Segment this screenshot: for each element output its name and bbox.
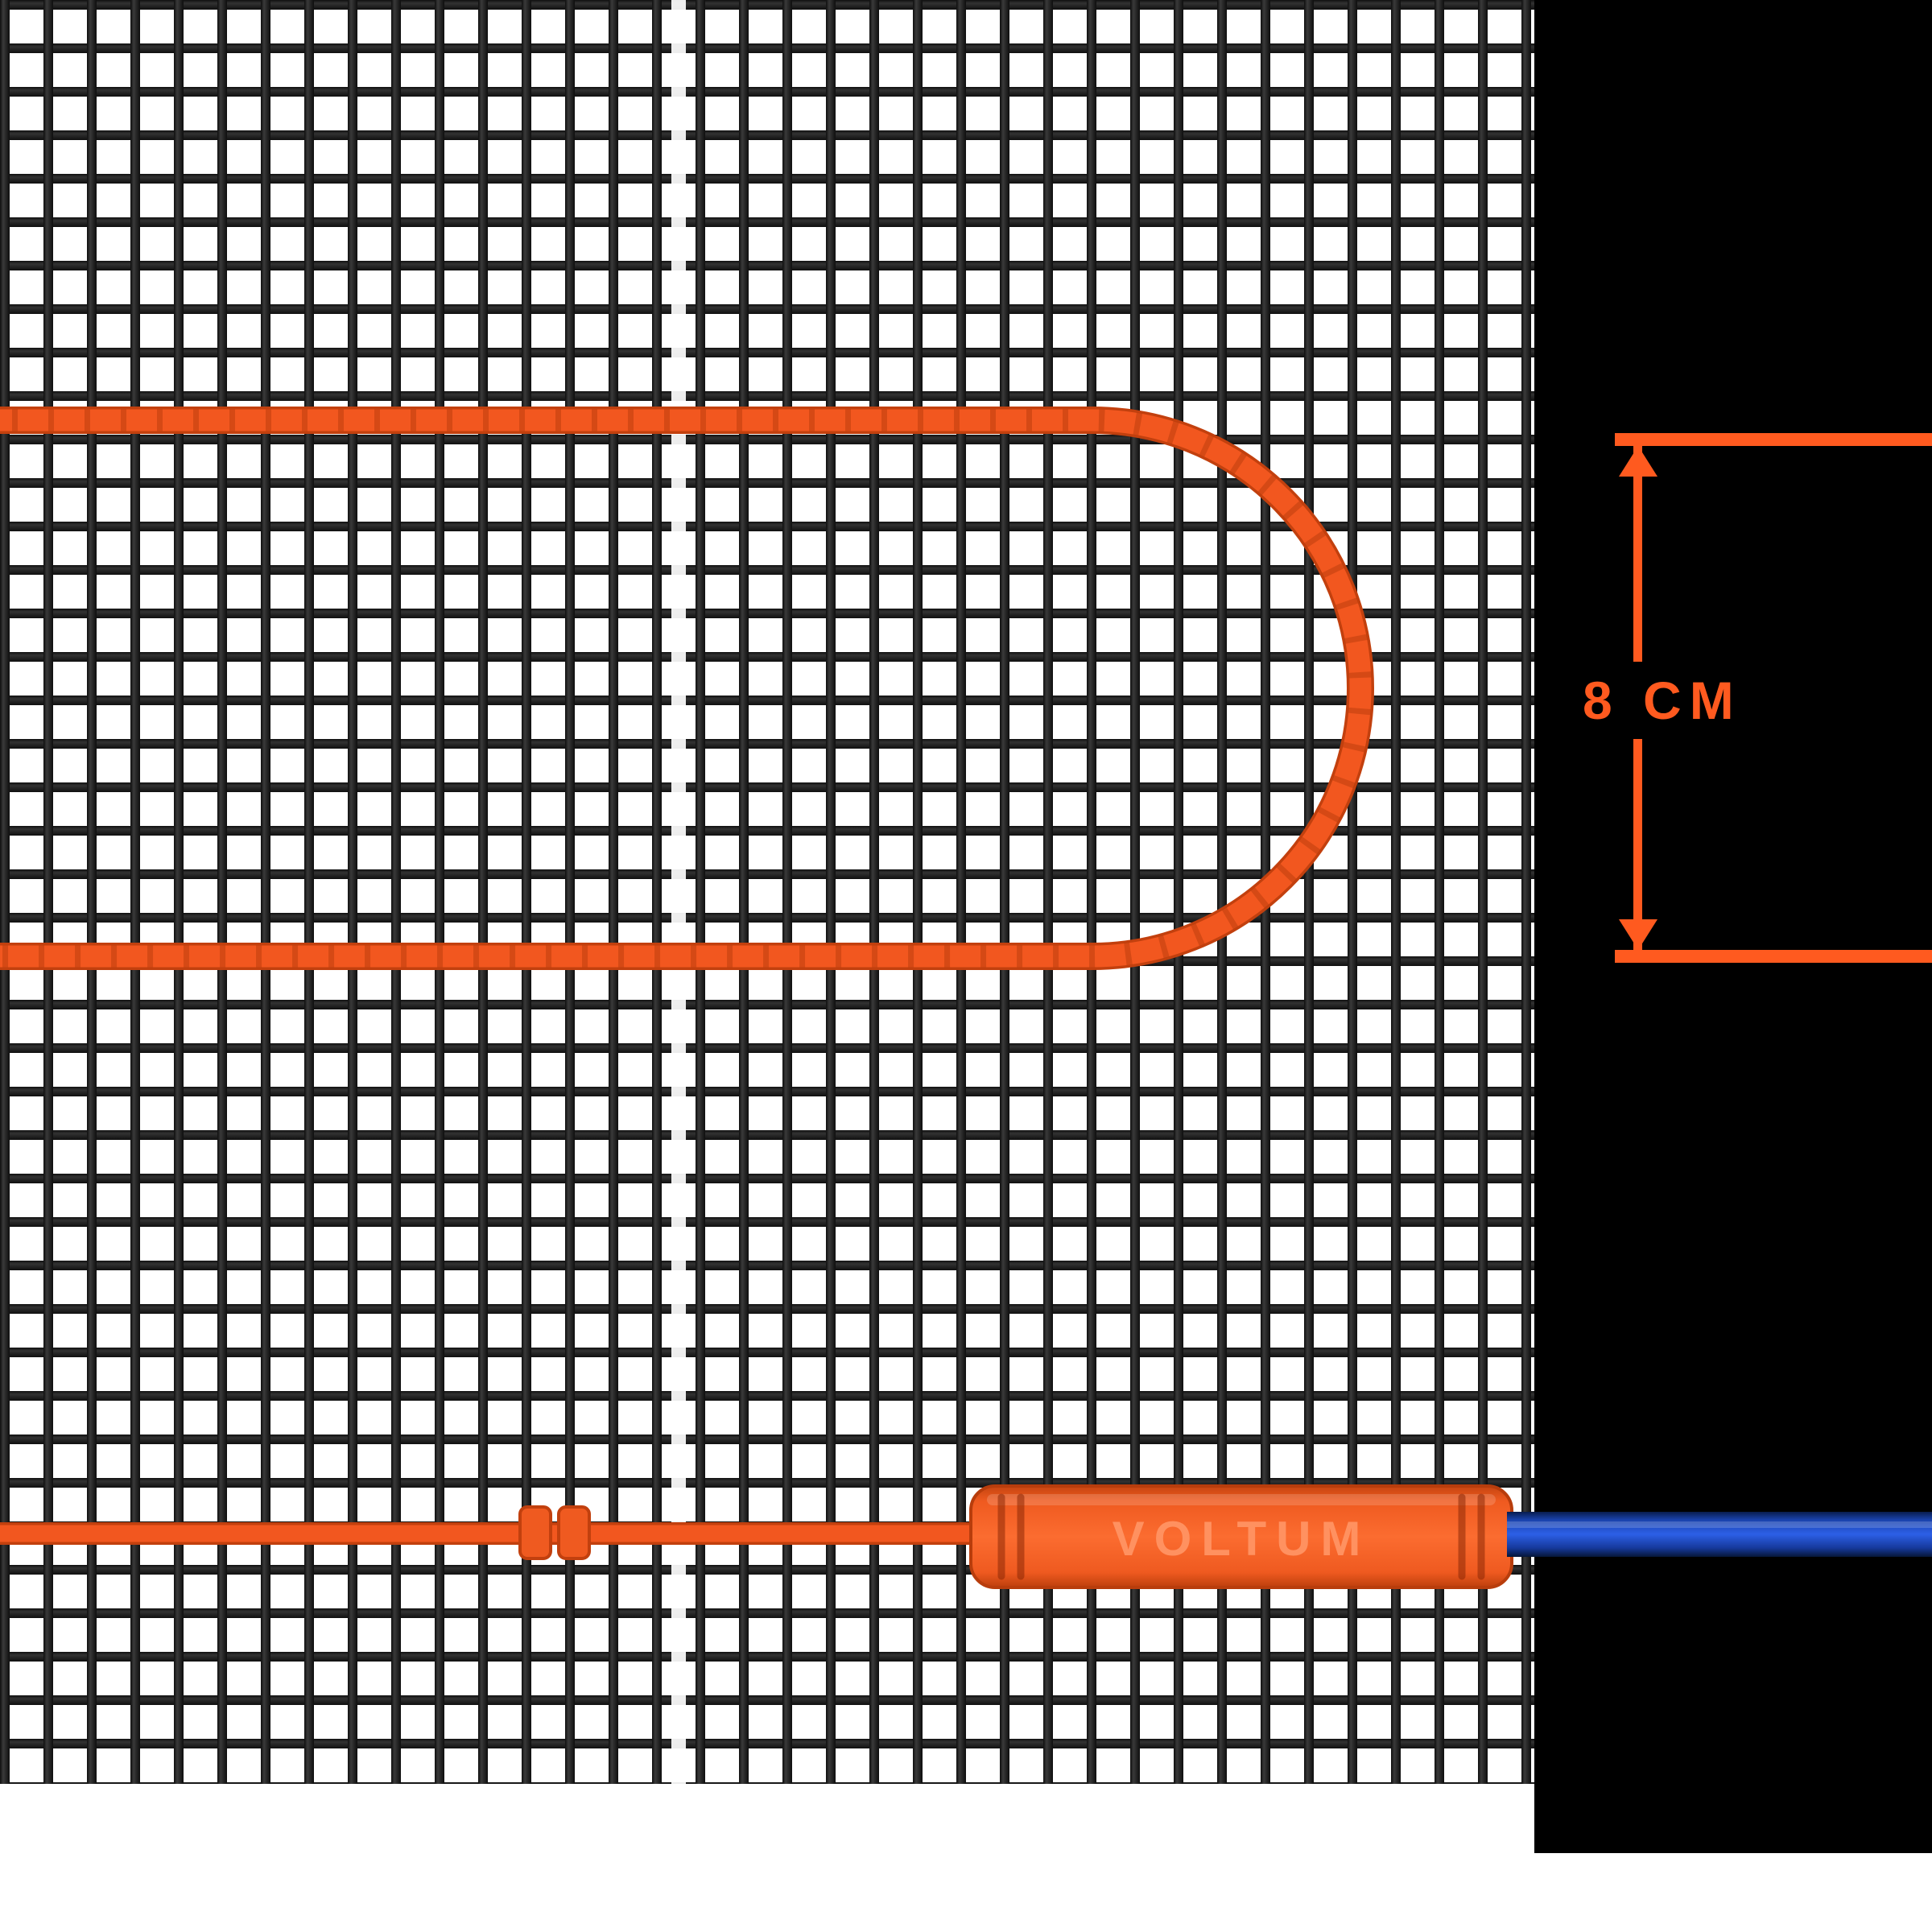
dimension-bar-bottom xyxy=(1615,950,1932,963)
mesh-seam xyxy=(671,0,686,1784)
power-cable xyxy=(1507,1512,1932,1557)
cable-splice-clip xyxy=(518,1505,591,1560)
heating-cable-loop xyxy=(0,409,1372,968)
power-cable-highlight xyxy=(1507,1521,1932,1528)
connector-sleeve: VOLTUM xyxy=(969,1484,1513,1589)
dimension-label: 8 CM xyxy=(1570,662,1755,739)
heating-cable-wrap-texture-icon xyxy=(0,409,1372,968)
heating-cable-outline xyxy=(0,407,1374,970)
dimension-arrow-down-icon xyxy=(1619,919,1657,950)
dimension-bar-top xyxy=(1615,433,1932,446)
connector-highlight xyxy=(987,1494,1496,1505)
dimension-arrow-up-icon xyxy=(1619,446,1657,477)
connector-brand-text: VOLTUM xyxy=(1113,1512,1371,1566)
